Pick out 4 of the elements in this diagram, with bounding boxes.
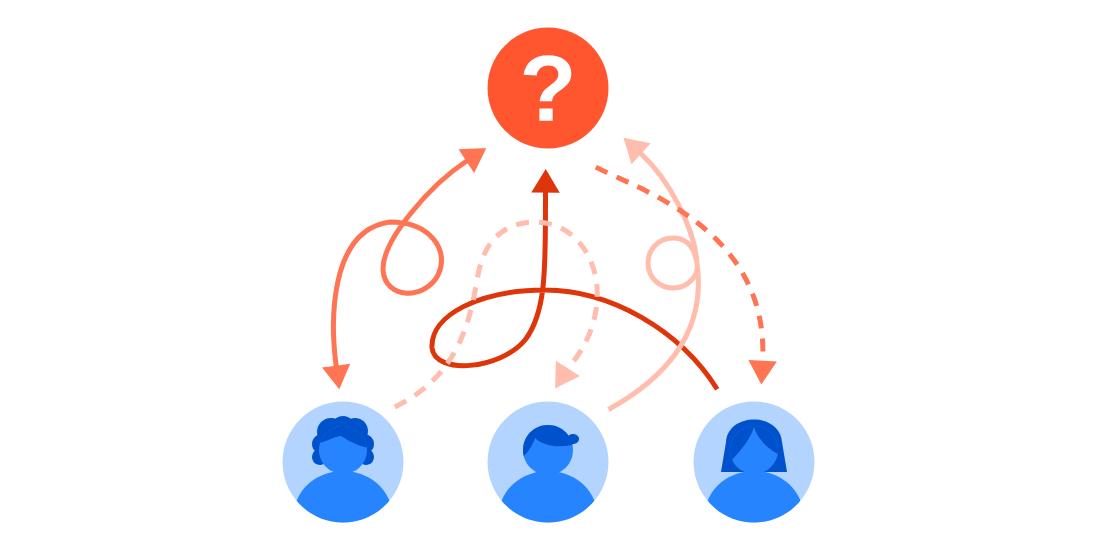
person-avatar	[282, 401, 404, 523]
person-avatar	[693, 401, 815, 523]
dashed-curved-arrow	[393, 219, 600, 410]
person-avatar	[487, 401, 609, 523]
